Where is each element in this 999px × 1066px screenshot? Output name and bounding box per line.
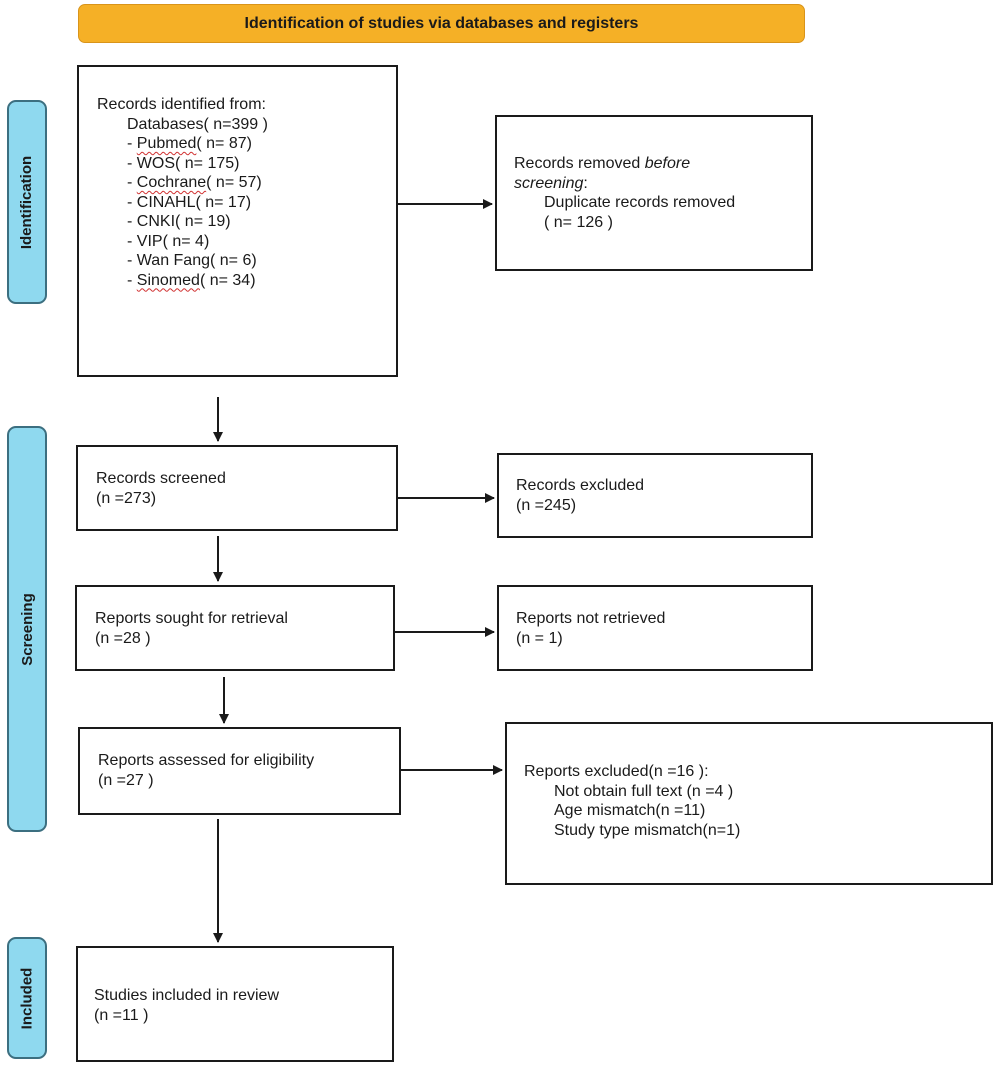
database-name: CNKI	[136, 213, 176, 230]
database-count: ( n= 57)	[206, 174, 262, 191]
duplicate-records-count: ( n= 126 )	[544, 213, 613, 231]
records-excluded-count: (n =245)	[516, 496, 577, 514]
database-item: - Sinomed( n= 34)	[127, 271, 256, 289]
studies-included-count: (n =11 )	[94, 1006, 149, 1024]
records-removed-box: Records removed before screening: Duplic…	[495, 115, 813, 271]
database-item: - Cochrane( n= 57)	[127, 174, 262, 191]
reports-assessed-box: Reports assessed for eligibility (n =27 …	[78, 727, 401, 815]
reports-sought-label: Reports sought for retrieval	[95, 610, 288, 627]
database-item: - CINAHL( n= 17)	[127, 193, 252, 211]
records-identified-box: Records identified from: Databases( n=39…	[77, 65, 398, 377]
database-list: - Pubmed( n= 87) - WOS( n= 175) - Cochrane…	[97, 134, 396, 290]
database-name: Cochrane	[136, 174, 207, 191]
database-count: ( n= 87)	[196, 135, 252, 152]
reports-excluded-box: Reports excluded(n =16 ): Not obtain ful…	[505, 722, 993, 885]
records-excluded-label: Records excluded	[516, 477, 645, 494]
database-name: VIP	[136, 232, 163, 250]
database-count: ( n= 17)	[195, 193, 252, 211]
reports-not-retrieved-label: Reports not retrieved	[516, 610, 666, 627]
exclusion-reasons-list: Not obtain full text (n =4 ) Age mismatch…	[524, 782, 991, 841]
records-identified-title: Records identified from:	[97, 96, 266, 113]
header-title: Identification of studies via databases …	[244, 14, 639, 32]
studies-included-box: Studies included in review (n =11 )	[76, 946, 394, 1062]
exclusion-reason: Age mismatch(n =11)	[554, 802, 706, 819]
records-removed-line1: Records removed before	[514, 155, 691, 172]
phase-identification: Identification	[7, 100, 47, 304]
reports-not-retrieved-count: (n = 1)	[516, 629, 563, 647]
reports-excluded-title: Reports excluded(n =16 ):	[524, 763, 709, 780]
duplicate-records-label: Duplicate records removed	[544, 194, 736, 211]
database-item: - CNKI( n= 19)	[127, 213, 231, 230]
records-excluded-box: Records excluded (n =245)	[497, 453, 813, 538]
header-banner: Identification of studies via databases …	[78, 4, 805, 43]
database-count: ( n= 34)	[199, 271, 256, 289]
records-screened-count: (n =273)	[96, 489, 157, 507]
databases-total: Databases( n=399 )	[127, 115, 268, 133]
phase-included: Included	[7, 937, 47, 1059]
reports-not-retrieved-box: Reports not retrieved (n = 1)	[497, 585, 813, 671]
reports-sought-box: Reports sought for retrieval (n =28 )	[75, 585, 395, 671]
records-screened-label: Records screened	[96, 470, 226, 487]
database-item: - Pubmed( n= 87)	[127, 135, 252, 152]
phase-screening: Screening	[7, 426, 47, 832]
records-screened-box: Records screened (n =273)	[76, 445, 398, 531]
database-name: Sinomed	[136, 271, 200, 289]
database-name: Pubmed	[136, 135, 197, 152]
database-name: CINAHL	[136, 193, 196, 211]
exclusion-reason: Not obtain full text (n =4 )	[554, 782, 734, 800]
database-item: - VIP( n= 4)	[127, 232, 210, 250]
database-count: ( n= 175)	[175, 154, 240, 172]
studies-included-label: Studies included in review	[94, 987, 279, 1004]
exclusion-reason: Study type mismatch(n=1)	[554, 821, 741, 839]
database-count: ( n= 6)	[210, 252, 257, 269]
database-item: - Wan Fang( n= 6)	[127, 252, 257, 269]
database-name: WOS	[136, 154, 175, 172]
reports-assessed-label: Reports assessed for eligibility	[98, 752, 315, 769]
reports-assessed-count: (n =27 )	[98, 771, 154, 789]
database-count: ( n= 19)	[175, 213, 231, 230]
database-name: Wan Fang	[136, 252, 210, 269]
database-count: ( n= 4)	[162, 232, 210, 250]
database-item: - WOS( n= 175)	[127, 154, 240, 172]
reports-sought-count: (n =28 )	[95, 629, 151, 647]
records-removed-line2: screening:	[514, 174, 588, 192]
